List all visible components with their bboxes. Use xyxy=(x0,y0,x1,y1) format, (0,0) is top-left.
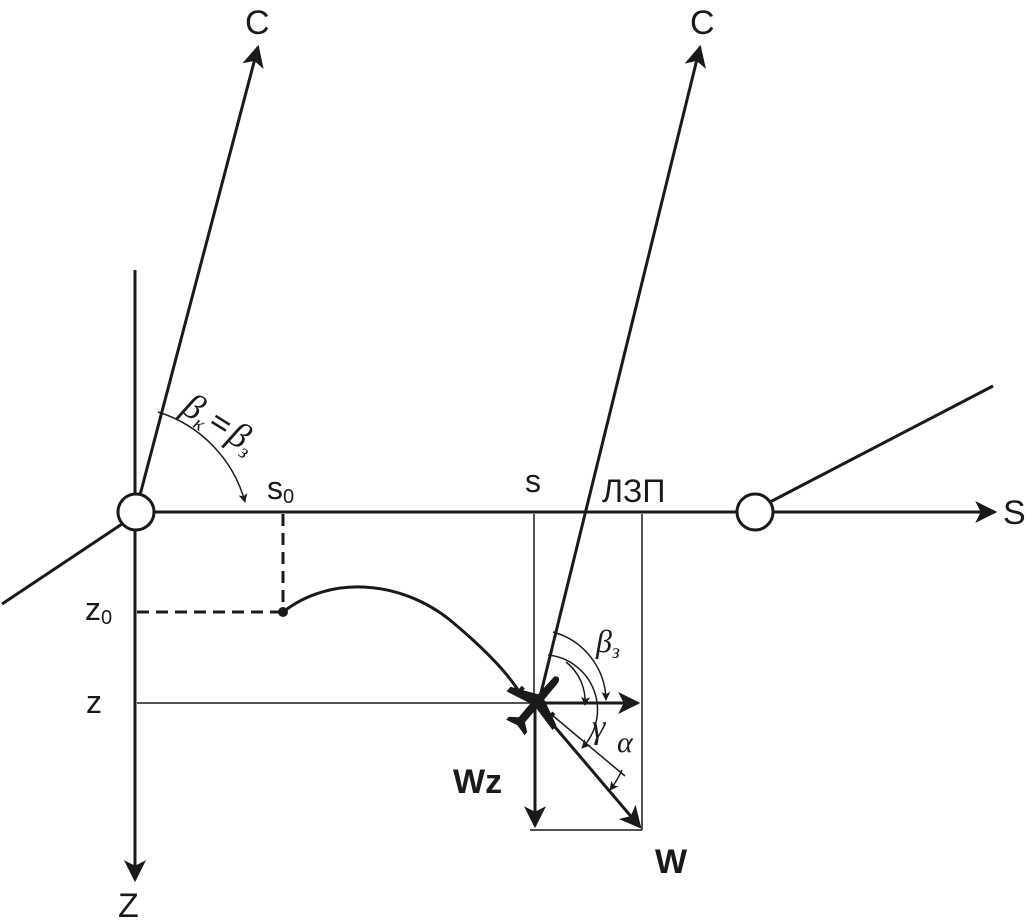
s-axis-label: S xyxy=(1003,494,1026,532)
alpha-label: α xyxy=(617,726,634,759)
z0-label: z0 xyxy=(85,591,112,629)
s0-label: s0 xyxy=(267,470,294,508)
north-line-right xyxy=(536,44,706,706)
beta-z-arc xyxy=(552,631,611,701)
start-waypoint xyxy=(116,492,156,532)
north-label-right: C xyxy=(690,4,715,42)
gamma-label: γ xyxy=(592,709,607,746)
beta-k-arc xyxy=(157,411,248,503)
beta-z-label: βз xyxy=(595,623,620,663)
w-label: W xyxy=(655,843,688,881)
north-label-left: C xyxy=(245,4,270,42)
z-label: z xyxy=(86,684,102,720)
gamma-arc xyxy=(565,661,591,706)
north-line-left xyxy=(138,44,264,496)
s-label: s xyxy=(525,463,541,499)
wz-label: Wz xyxy=(453,763,502,801)
lzp-label: ЛЗП xyxy=(602,473,665,509)
track-angle-arc xyxy=(547,654,599,749)
aircraft-icon xyxy=(506,676,560,736)
route-segment-left xyxy=(1,522,123,606)
flight-path xyxy=(282,585,520,691)
alpha-arc xyxy=(609,769,623,791)
end-waypoint xyxy=(735,492,775,532)
route-segment-right xyxy=(769,384,994,504)
z-axis-label: Z xyxy=(118,887,139,922)
